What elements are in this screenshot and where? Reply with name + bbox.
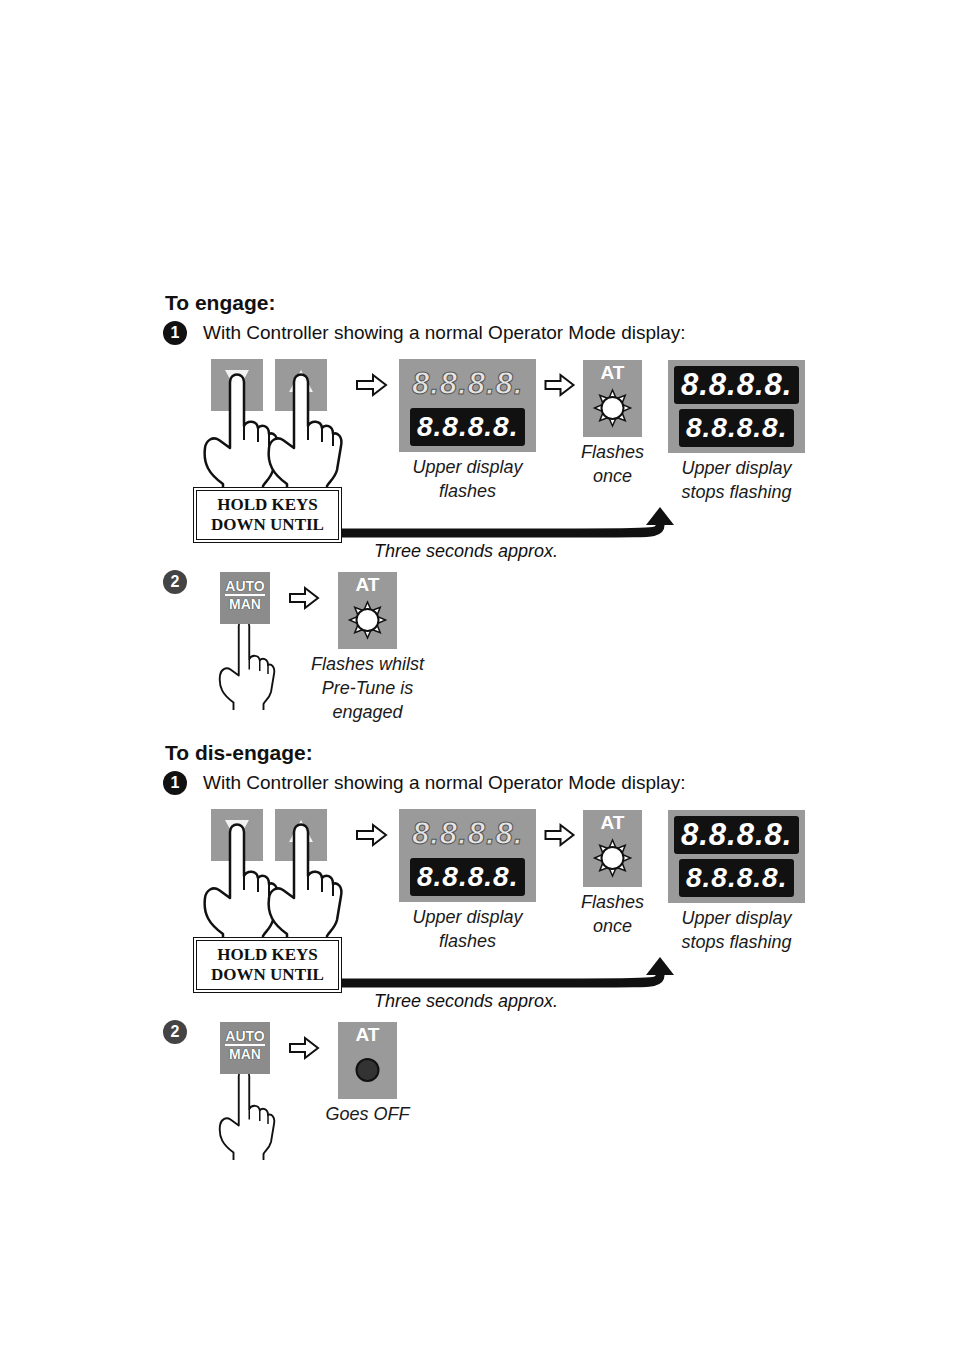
lamp-rays (595, 840, 631, 876)
timing-arrow (342, 507, 674, 533)
upper-display: 8.8.8.8. (405, 365, 530, 403)
arrow-line (342, 524, 660, 533)
keypad-key: AUTOMAN (220, 1022, 270, 1074)
edge-label: Three seconds approx. (372, 540, 560, 562)
lamp-off (357, 1059, 379, 1081)
lower-display: 8.8.8.8. (679, 409, 794, 447)
timing-arrow (342, 957, 674, 983)
lamp-symbol (338, 1046, 397, 1096)
display-panel: 8.8.8.8.8.8.8.8.Upper display flashes (399, 359, 536, 503)
lamp-on (357, 609, 379, 631)
instruction: With Controller showing a normal Operato… (203, 321, 686, 345)
indicator-face: AT (338, 1022, 397, 1099)
step-arrow (290, 1038, 318, 1058)
lamp-on (602, 397, 624, 419)
key-legend: AUTO (225, 578, 265, 596)
display-face: 8.8.8.8. 8.8.8.8. (668, 360, 805, 453)
step-arrow (546, 375, 574, 395)
caption: Flashes once (573, 440, 653, 488)
upper-display: 8.8.8.8. (674, 366, 799, 404)
callout-number: 1 (163, 771, 187, 795)
display-face: 8.8.8.8. 8.8.8.8. (668, 810, 805, 903)
arrow-head (646, 957, 674, 975)
arrow-head (646, 507, 674, 525)
indicator-face: AT (583, 810, 642, 887)
hand (205, 375, 278, 495)
instruction-box: HOLD KEYS DOWN UNTIL (193, 487, 342, 543)
indicator-lamp: ATFlashes once (583, 360, 642, 488)
arrow-shape (290, 588, 318, 608)
indicator-name: AT (583, 360, 642, 384)
step-arrow (290, 588, 318, 608)
arrow-shape (546, 825, 574, 845)
indicator-lamp: ATFlashes whilst Pre-Tune is engaged (338, 572, 397, 724)
caption: Upper display stops flashing (662, 456, 812, 504)
instruction: With Controller showing a normal Operato… (203, 771, 686, 795)
indicator-face: AT (583, 360, 642, 437)
step-arrow (357, 375, 386, 395)
key-face: AUTOMAN (220, 572, 270, 624)
edge-label: Three seconds approx. (372, 990, 560, 1012)
section-heading: To dis-engage: (165, 740, 313, 766)
indicator-name: AT (338, 572, 397, 596)
caption: Flashes whilst Pre-Tune is engaged (298, 652, 438, 724)
hand (220, 620, 275, 710)
caption: Upper display stops flashing (662, 906, 812, 954)
caption: Flashes once (573, 890, 653, 938)
lower-display: 8.8.8.8. (410, 858, 525, 896)
key-legend: MAN (220, 1046, 270, 1062)
step-arrow (546, 825, 574, 845)
indicator-name: AT (338, 1022, 397, 1046)
indicator-lamp: ATGoes OFF (338, 1022, 397, 1126)
instruction-box: HOLD KEYS DOWN UNTIL (193, 937, 342, 993)
caption: Goes OFF (313, 1102, 423, 1126)
keypad-key: AUTOMAN (220, 572, 270, 624)
key-legend: AUTO (225, 1028, 265, 1046)
display-panel: 8.8.8.8.8.8.8.8.Upper display stops flas… (668, 360, 805, 504)
callout-number: 2 (163, 1020, 187, 1044)
section-heading: To engage: (165, 290, 275, 316)
lamp-rays (350, 602, 386, 638)
lamp-symbol (583, 834, 642, 884)
arrow-shape (546, 375, 574, 395)
indicator-name: AT (583, 810, 642, 834)
caption: Upper display flashes (393, 455, 543, 503)
arrow-line (342, 974, 660, 983)
display-face: 8.8.8.8. 8.8.8.8. (399, 359, 536, 452)
display-panel: 8.8.8.8.8.8.8.8.Upper display flashes (399, 809, 536, 953)
indicator-face: AT (338, 572, 397, 649)
callout-number: 2 (163, 570, 187, 594)
upper-display: 8.8.8.8. (674, 816, 799, 854)
lamp-rays (595, 390, 631, 426)
display-face: 8.8.8.8. 8.8.8.8. (399, 809, 536, 902)
instruction-text: HOLD KEYS DOWN UNTIL (203, 495, 333, 535)
callout-number: 1 (163, 321, 187, 345)
key-face: AUTOMAN (220, 1022, 270, 1074)
display-panel: 8.8.8.8.8.8.8.8.Upper display stops flas… (668, 810, 805, 954)
lamp-symbol (583, 384, 642, 434)
lower-display: 8.8.8.8. (410, 408, 525, 446)
lamp-on (602, 847, 624, 869)
instruction-text: HOLD KEYS DOWN UNTIL (203, 945, 333, 985)
upper-display: 8.8.8.8. (405, 815, 530, 853)
lamp-symbol (338, 596, 397, 646)
caption: Upper display flashes (393, 905, 543, 953)
indicator-lamp: ATFlashes once (583, 810, 642, 938)
lower-display: 8.8.8.8. (679, 859, 794, 897)
key-legend: MAN (220, 596, 270, 612)
hand (269, 375, 342, 495)
arrow-shape (290, 1038, 318, 1058)
